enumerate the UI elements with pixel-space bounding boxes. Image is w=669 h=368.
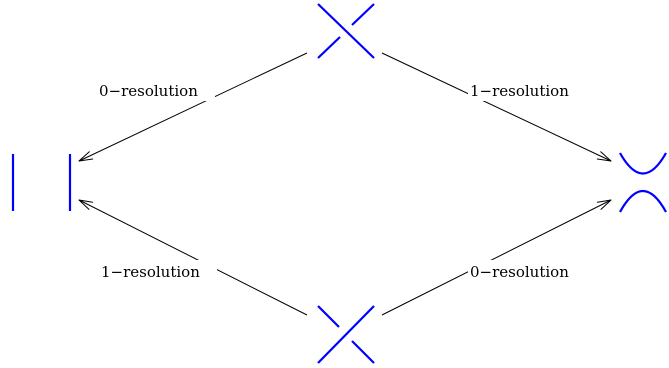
- arrow-top-to-left: [78, 52, 308, 162]
- label-bottom-to-left: 1−resolution: [99, 260, 217, 282]
- positive-crossing-icon: [317, 3, 375, 59]
- label-text: 1−resolution: [101, 263, 200, 281]
- label-text: 1−resolution: [470, 82, 569, 100]
- label-text: 0−resolution: [470, 263, 569, 281]
- arrow-bottom-to-left: [78, 199, 308, 316]
- arrow-bottom-to-right: [381, 199, 612, 316]
- arrow-top-to-right: [381, 52, 612, 162]
- vertical-smoothing-icon: [11, 154, 72, 211]
- horizontal-smoothing-icon: [619, 152, 667, 213]
- label-top-to-left: 0−resolution: [97, 79, 215, 101]
- label-bottom-to-right: 0−resolution: [468, 260, 590, 282]
- negative-crossing-icon: [317, 305, 375, 364]
- label-text: 0−resolution: [99, 82, 198, 100]
- label-top-to-right: 1−resolution: [468, 79, 590, 101]
